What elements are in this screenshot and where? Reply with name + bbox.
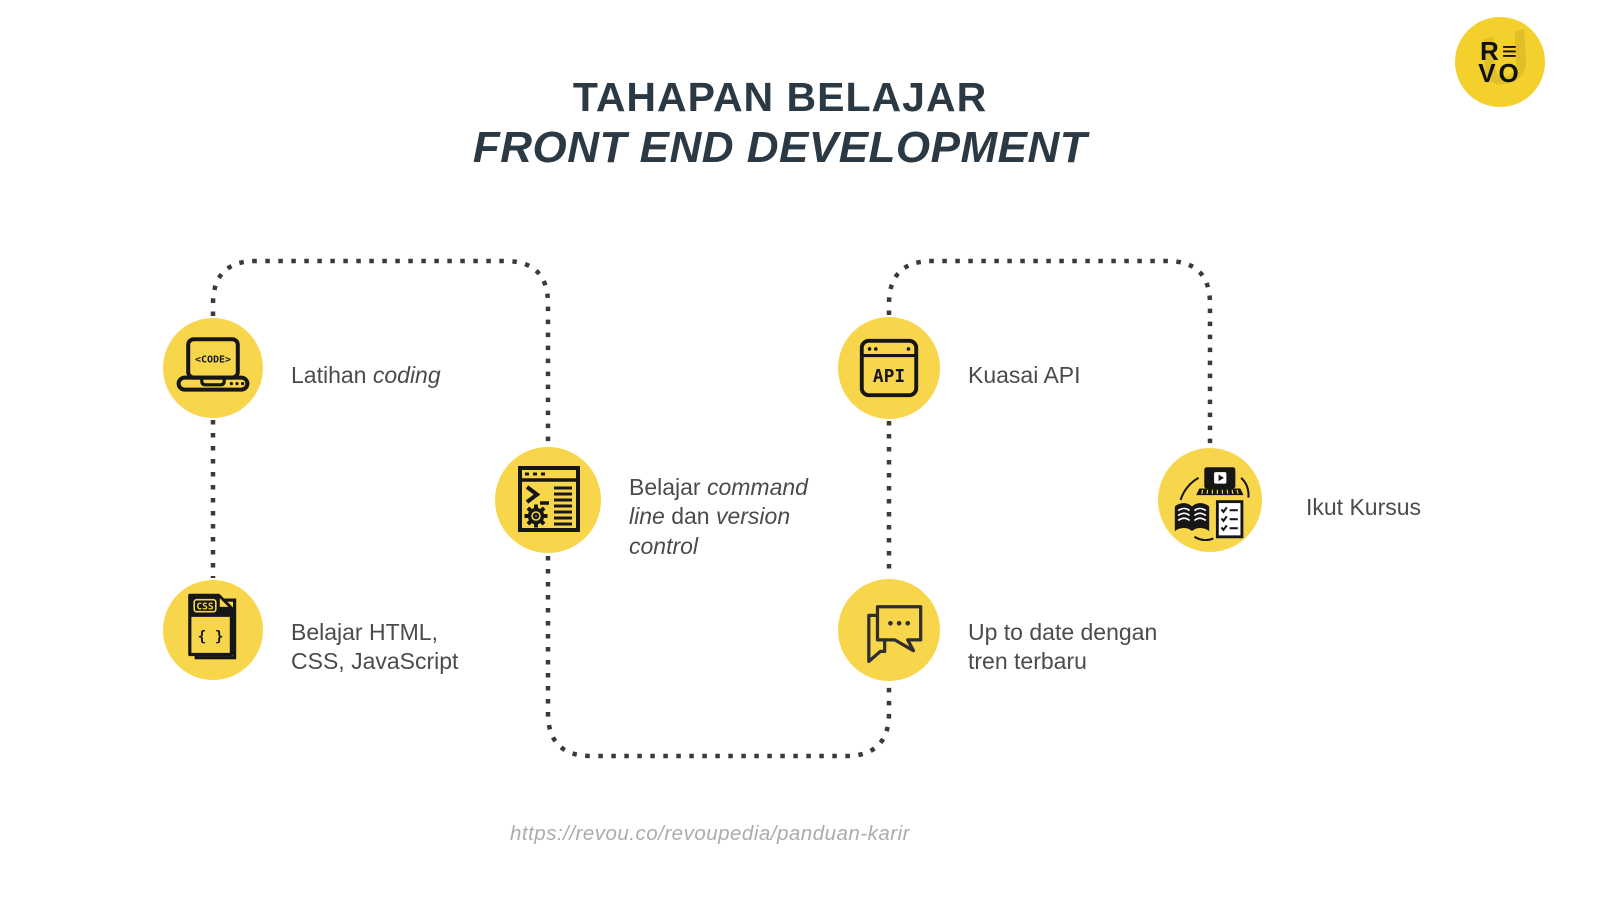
step-label: Up to date dengan tren terbaru: [968, 618, 1157, 677]
css-file-glyph: CSS { }: [188, 593, 237, 659]
step-label: Ikut Kursus: [1306, 493, 1421, 523]
step-label: Belajar command line dan version control: [629, 473, 808, 562]
step-label-line: Up to date dengan: [968, 618, 1158, 645]
laptop-code-glyph: <CODE>: [176, 337, 250, 392]
svg-text:{ }: { }: [198, 628, 224, 644]
logo-letters: R≡ VO: [1478, 36, 1522, 88]
title-line-2: FRONT END DEVELOPMENT: [472, 123, 1088, 172]
laptop-code-icon: <CODE>: [163, 318, 263, 418]
course-cycle-icon: [1158, 448, 1262, 552]
terminal-window-icon: [495, 447, 601, 553]
api-browser-icon: API: [838, 317, 940, 419]
step-label: Belajar HTML, CSS, JavaScript: [291, 618, 458, 677]
step-label-line: Kuasai API: [968, 362, 1081, 389]
step-ikut-kursus: Ikut Kursus: [1158, 448, 1421, 552]
step-up-to-date: Up to date dengan tren terbaru: [838, 579, 1157, 681]
connector-code-to-terminal: [210, 258, 551, 445]
step-label-line: Belajar command: [629, 473, 808, 500]
chat-bubbles-icon: [838, 579, 940, 681]
step-label-line: tren terbaru: [968, 648, 1087, 674]
svg-text:<CODE>: <CODE>: [195, 354, 231, 365]
course-cycle-glyph: [1174, 467, 1250, 541]
step-label-line: CSS, JavaScript: [291, 648, 459, 674]
step-label: Kuasai API: [968, 361, 1081, 391]
step-label-line: Latihan coding: [291, 362, 441, 389]
step-label-line: Ikut Kursus: [1306, 494, 1422, 521]
step-label-line: Belajar HTML,: [291, 618, 438, 645]
step-label-line: line dan version: [629, 503, 791, 530]
svg-text:CSS: CSS: [196, 601, 214, 612]
terminal-window-glyph: [518, 466, 580, 532]
step-belajar-command-line: Belajar command line dan version control: [495, 447, 808, 559]
step-label: Latihan coding: [291, 361, 441, 391]
api-browser-glyph: API: [859, 338, 919, 398]
step-latihan-coding: <CODE> Latihan coding: [163, 318, 441, 418]
footer-url: https://revou.co/revoupedia/panduan-kari…: [510, 822, 910, 845]
step-belajar-html-css-js: CSS { } Belajar HTML, CSS, JavaScript: [163, 580, 458, 680]
svg-text:API: API: [873, 366, 905, 387]
step-kuasai-api: API Kuasai API: [838, 317, 1081, 419]
page-title: TAHAPAN BELAJAR FRONT END DEVELOPMENT: [0, 72, 1560, 174]
chat-bubbles-glyph: [867, 604, 923, 663]
title-line-1: TAHAPAN BELAJAR: [572, 74, 988, 120]
css-file-icon: CSS { }: [163, 580, 263, 680]
connector-api-to-course: [886, 258, 1213, 446]
revou-logo: U R≡ VO: [1455, 15, 1545, 107]
step-label-line: control: [629, 532, 699, 559]
connector-terminal-to-chat: [545, 556, 892, 759]
